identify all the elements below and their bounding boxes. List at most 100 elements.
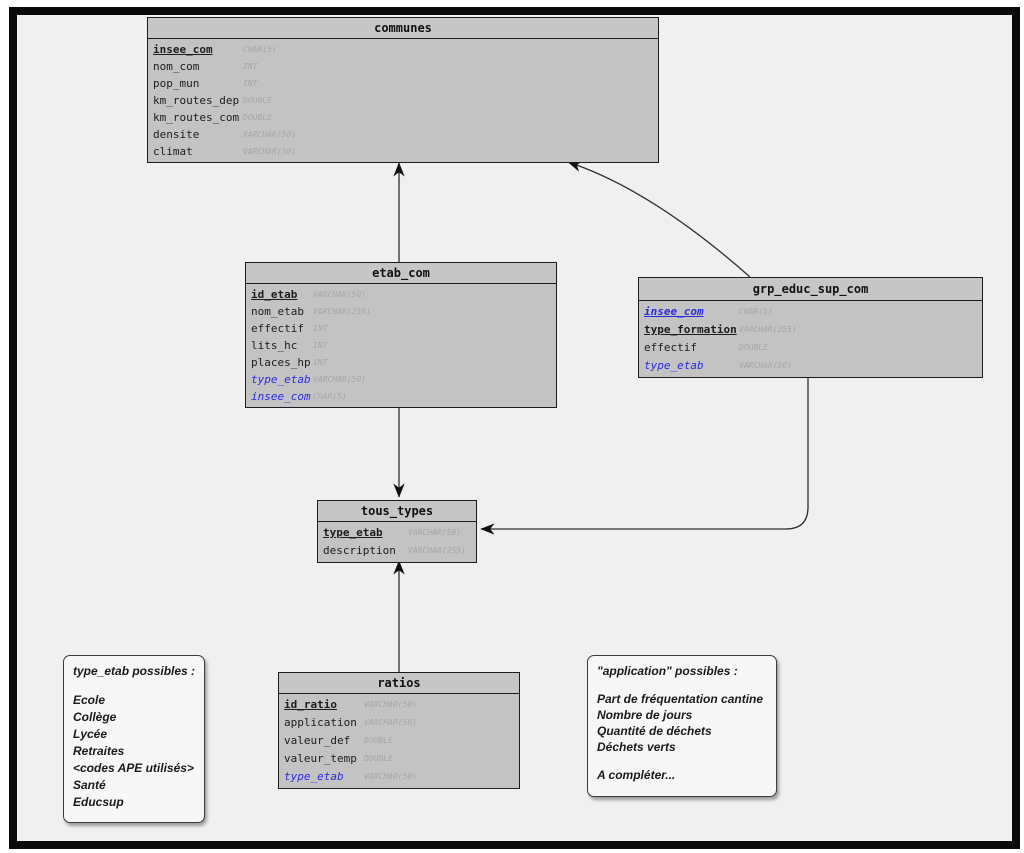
field-name: densite xyxy=(153,128,200,141)
field-type: CHAR(5) xyxy=(243,45,277,54)
table-title: etab_com xyxy=(246,263,556,284)
field-type: VARCHAR(50) xyxy=(364,700,417,709)
field-name: type_etab xyxy=(644,359,704,372)
field-name: pop_mun xyxy=(153,77,200,90)
field-type: INT xyxy=(313,358,328,367)
note-line: <codes APE utilisés> xyxy=(73,761,194,775)
note-line: Quantité de déchets xyxy=(597,724,712,738)
note-line: Educsup xyxy=(73,795,124,809)
field-type: INT xyxy=(313,324,328,333)
field-row: id_ratio VARCHAR(50) xyxy=(279,696,519,714)
note-line: Retraites xyxy=(73,744,125,758)
field-name: nom_com xyxy=(153,60,200,73)
note-line: Déchets verts xyxy=(597,740,676,754)
field-row: insee_com CHAR(5) xyxy=(148,41,658,58)
field-row: description VARCHAR(255) xyxy=(318,542,476,560)
note-line: Collège xyxy=(73,710,117,724)
note-line xyxy=(73,680,195,692)
note-line: "application" possibles : xyxy=(597,664,738,678)
field-name: valeur_temp xyxy=(284,752,357,765)
field-row: pop_mun INT xyxy=(148,75,658,92)
field-name: effectif xyxy=(644,341,697,354)
field-type: VARCHAR(50) xyxy=(364,772,417,781)
field-row: type_etab VARCHAR(50) xyxy=(279,768,519,786)
table-title: grp_educ_sup_com xyxy=(639,278,982,301)
field-row: effectif INT xyxy=(246,320,556,337)
field-name: effectif xyxy=(251,322,304,335)
field-name: type_etab xyxy=(251,373,311,386)
field-type: DOUBLE xyxy=(243,113,272,122)
field-type: INT xyxy=(243,79,258,88)
field-row: effectif DOUBLE xyxy=(639,339,982,357)
field-type: VARCHAR(255) xyxy=(408,546,466,555)
field-name: insee_com xyxy=(153,43,213,56)
note-line: Part de fréquentation cantine xyxy=(597,692,764,706)
field-type: DOUBLE xyxy=(364,736,393,745)
note-line xyxy=(597,679,767,691)
field-row: nom_com INT xyxy=(148,58,658,75)
field-row: type_etab VARCHAR(50) xyxy=(639,357,982,375)
note-line: Lycée xyxy=(73,727,108,741)
field-name: description xyxy=(323,544,396,557)
field-name: lits_hc xyxy=(251,339,298,352)
note-line: A compléter... xyxy=(597,768,676,782)
field-name: insee_com xyxy=(644,305,704,318)
note-line: Santé xyxy=(73,778,106,792)
field-name: type_formation xyxy=(644,323,737,336)
field-row: densite VARCHAR(50) xyxy=(148,126,658,143)
field-type: VARCHAR(255) xyxy=(313,307,371,316)
field-type: CHAR(5) xyxy=(313,392,347,401)
field-type: VARCHAR(50) xyxy=(243,130,296,139)
field-type: INT xyxy=(243,62,258,71)
field-name: km_routes_com xyxy=(153,111,240,124)
field-type: CHAR(5) xyxy=(739,307,773,316)
field-name: type_etab xyxy=(284,770,344,783)
field-type: DOUBLE xyxy=(243,96,272,105)
field-type: VARCHAR(255) xyxy=(739,325,797,334)
field-name: insee_com xyxy=(251,390,311,403)
field-name: type_etab xyxy=(323,526,383,539)
field-type: VARCHAR(50) xyxy=(313,290,366,299)
note-line xyxy=(597,755,767,767)
field-row: id_etab VARCHAR(50) xyxy=(246,286,556,303)
table-title: communes xyxy=(148,18,658,39)
table-title: tous_types xyxy=(318,501,476,522)
field-row: application VARCHAR(50) xyxy=(279,714,519,732)
field-type: VARCHAR(50) xyxy=(739,361,792,370)
field-type: DOUBLE xyxy=(739,343,768,352)
table-title: ratios xyxy=(279,673,519,694)
note-line: type_etab possibles : xyxy=(73,664,196,678)
field-type: VARCHAR(50) xyxy=(313,375,366,384)
field-type: VARCHAR(50) xyxy=(243,147,296,156)
field-name: id_etab xyxy=(251,288,298,301)
field-type: VARCHAR(50) xyxy=(364,718,417,727)
field-name: application xyxy=(284,716,357,729)
field-type: INT xyxy=(313,341,328,350)
field-row: lits_hc INT xyxy=(246,337,556,354)
note-application-possibles[interactable]: "application" possibles : Part de fréquen… xyxy=(587,655,777,797)
connector-grpeduc-communes xyxy=(567,160,751,278)
field-name: km_routes_dep xyxy=(153,94,240,107)
field-row: insee_com CHAR(5) xyxy=(639,303,982,321)
field-name: id_ratio xyxy=(284,698,337,711)
connector-grpeduc-toustypes xyxy=(480,371,809,535)
